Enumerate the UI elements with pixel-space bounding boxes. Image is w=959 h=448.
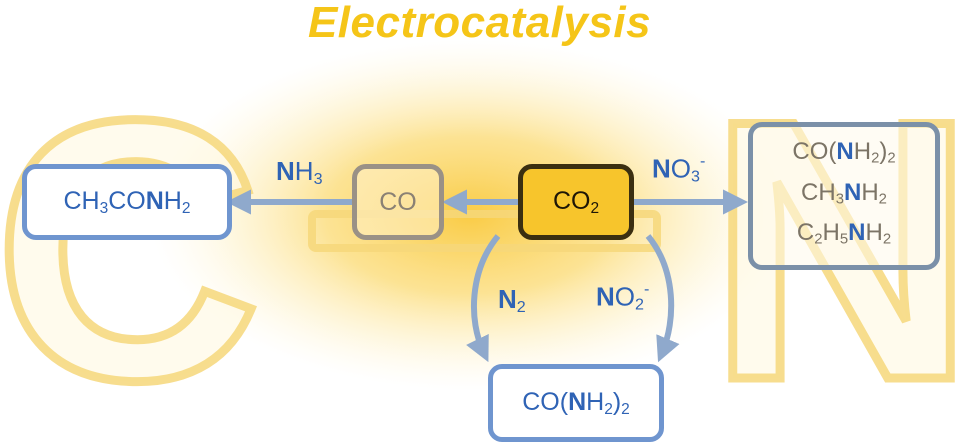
label-n2: N2	[498, 284, 526, 317]
node-acetamide: CH3CONH2	[22, 164, 232, 240]
node-co2: CO2	[518, 164, 634, 240]
label-no2: NO2-	[596, 280, 650, 314]
node-n-products: CO(NH2)2 CH3NH2 C2H5NH2	[748, 122, 940, 270]
background-letter-c: C	[0, 44, 261, 448]
n-product-ethylamine: C2H5NH2	[796, 219, 892, 249]
arrow-n2-to-urea	[466, 234, 501, 363]
glow-bar	[308, 210, 661, 252]
label-nh3: NH3	[276, 156, 323, 189]
arrow-no2-to-urea	[645, 234, 680, 363]
n-product-urea: CO(NH2)2	[792, 137, 896, 167]
node-co: CO	[352, 164, 444, 240]
node-urea: CO(NH2)2	[488, 364, 664, 442]
n-product-methylamine: CH3NH2	[801, 178, 887, 208]
diagram-title: Electrocatalysis	[307, 0, 652, 47]
label-no3: NO3-	[652, 152, 706, 186]
